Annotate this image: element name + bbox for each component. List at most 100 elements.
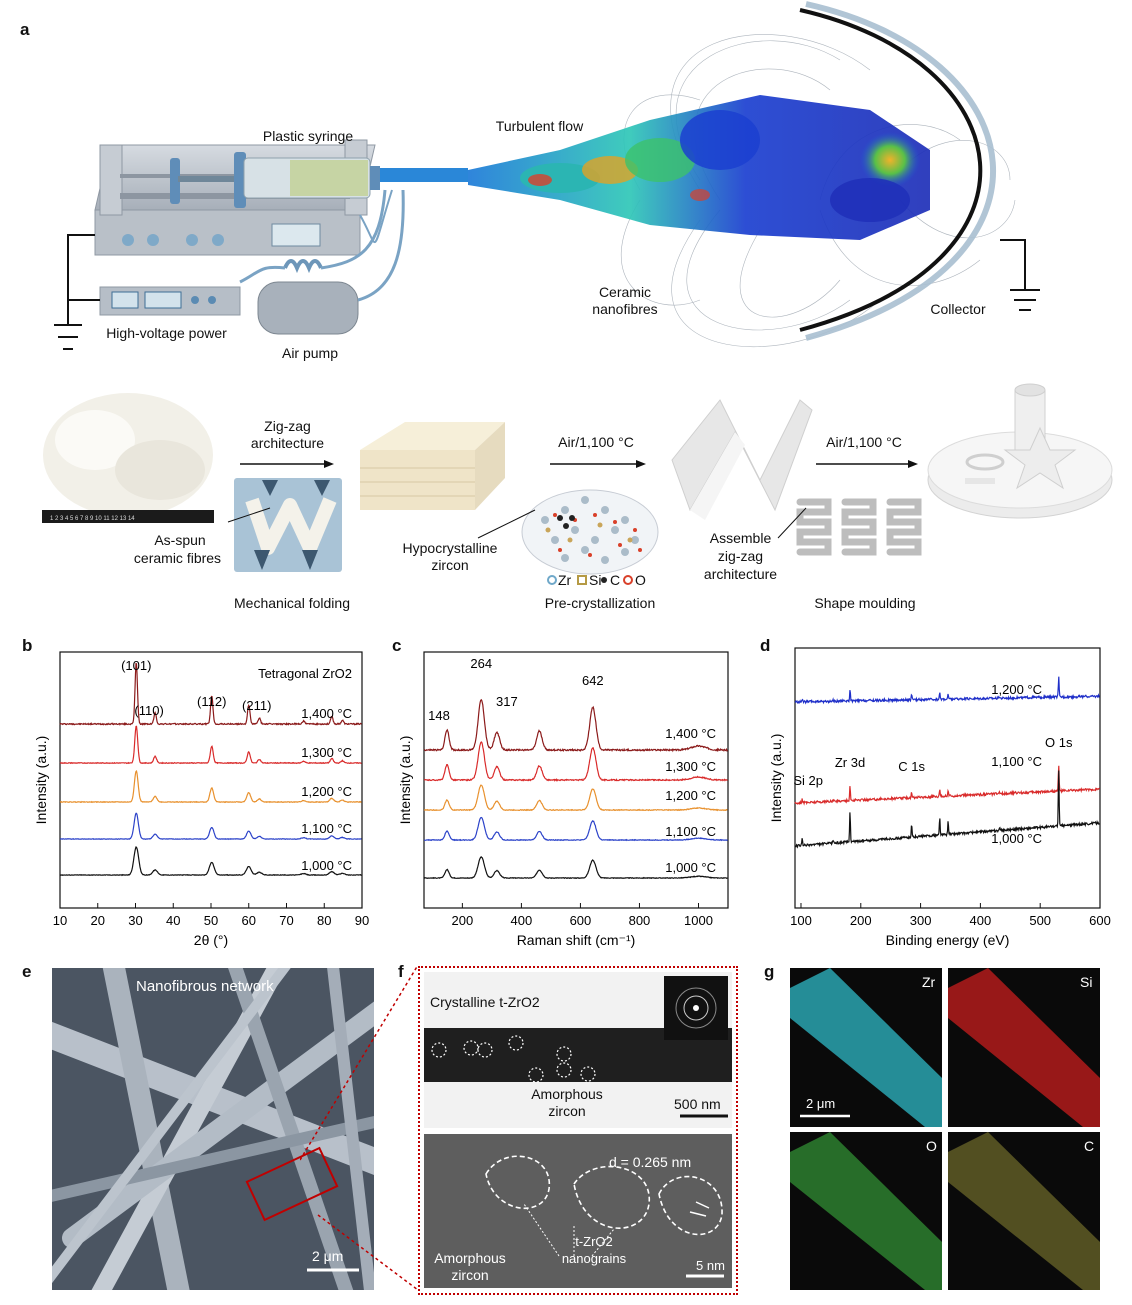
series-label: 1,000 °C	[665, 860, 716, 875]
process-illustrations: 1 2 3 4 5 6 7 8 9 10 11 12 13 14	[42, 383, 1113, 585]
peak-label: 317	[496, 694, 518, 709]
zigzag-block	[671, 399, 813, 520]
series-line-2	[794, 770, 1100, 849]
panel-label-g: g	[764, 962, 775, 981]
tem-low-mag: Crystalline t-ZrO2 Amorphous zircon 500 …	[424, 972, 732, 1128]
label-ceramic-nanofibres-2: nanofibres	[592, 301, 658, 317]
sem-image: Nanofibrous network 2 μm	[52, 968, 374, 1290]
map-label-zr: Zr	[922, 974, 936, 990]
label-amorphous-top-2: zircon	[548, 1103, 586, 1119]
map-label-si: Si	[1080, 974, 1093, 990]
x-tick-label: 60	[242, 913, 256, 928]
peak-label: (112)	[197, 694, 226, 709]
map-c-band	[948, 1132, 1100, 1290]
label-as-spun-1: As-spun	[154, 532, 206, 548]
series-label: 1,200 °C	[991, 682, 1042, 697]
x-tick-label: 80	[317, 913, 331, 928]
label-hypocrystalline-2: zircon	[431, 557, 469, 573]
series-line-1	[59, 725, 362, 765]
moulded-shapes	[927, 383, 1113, 519]
syringe-pump	[94, 139, 468, 256]
x-axis-label: Binding energy (eV)	[886, 932, 1010, 948]
x-tick-label: 800	[629, 913, 651, 928]
x-tick-label: 50	[204, 913, 218, 928]
x-tick-label: 40	[166, 913, 180, 928]
x-tick-label: 400	[511, 913, 533, 928]
label-t-zro2-1: t-ZrO2	[575, 1234, 613, 1249]
map-zr-band	[790, 968, 942, 1127]
label-shape-moulding: Shape moulding	[814, 595, 916, 611]
x-tick-label: 1000	[684, 913, 713, 928]
series-label: 1,400 °C	[665, 726, 716, 741]
x-tick-label: 100	[790, 913, 812, 928]
saed-inset	[664, 976, 728, 1040]
label-turbulent-flow: Turbulent flow	[495, 118, 584, 134]
series-line-2	[423, 784, 728, 812]
panel-label-a: a	[20, 20, 30, 39]
panel-label-e: e	[22, 962, 32, 981]
eds-maps: Zr Si O C 2 μm	[790, 968, 1100, 1290]
label-nanofibrous-network: Nanofibrous network	[136, 978, 274, 995]
as-spun-fibre-ball: 1 2 3 4 5 6 7 8 9 10 11 12 13 14	[42, 393, 214, 523]
pointer-hypocrystalline	[477, 509, 536, 539]
map-label-o: O	[926, 1138, 937, 1154]
arrow-head-2	[636, 460, 646, 468]
label-scale-f-top: 500 nm	[674, 1096, 721, 1112]
peak-label: O 1s	[1045, 735, 1073, 750]
series-line-0	[59, 662, 362, 727]
x-tick-label: 70	[279, 913, 293, 928]
legend-si-label: Si	[589, 572, 602, 588]
label-amorphous-bottom-2: zircon	[451, 1267, 489, 1283]
panel-label-d: d	[760, 636, 771, 655]
x-tick-label: 400	[970, 913, 992, 928]
series-label: 1,100 °C	[991, 754, 1042, 769]
assembly-icon	[796, 498, 922, 556]
panel-label-f: f	[398, 962, 404, 981]
label-mechanical-folding: Mechanical folding	[234, 595, 350, 611]
panel-label-c: c	[392, 636, 402, 655]
map-label-c: C	[1084, 1138, 1095, 1154]
x-tick-label: 10	[53, 913, 67, 928]
turbulent-plume	[468, 95, 930, 240]
x-tick-label: 200	[452, 913, 474, 928]
x-tick-label: 600	[570, 913, 592, 928]
zoom-connector	[300, 964, 419, 1291]
zircon-crystal-structure	[521, 489, 659, 575]
series-label: 1,200 °C	[301, 784, 352, 799]
label-scale-f-bottom: 5 nm	[696, 1258, 725, 1273]
series-label: 1,300 °C	[665, 759, 716, 774]
legend-c-label: C	[610, 572, 621, 588]
legend-zr-label: Zr	[558, 572, 572, 588]
x-tick-label: 300	[910, 913, 932, 928]
series-label: 1,100 °C	[301, 821, 352, 836]
x-axis-label: 2θ (°)	[194, 932, 228, 948]
tem-frame: Crystalline t-ZrO2 Amorphous zircon 500 …	[418, 966, 738, 1295]
series-line-4	[424, 856, 728, 880]
peak-label: (211)	[242, 698, 271, 713]
power-and-pump	[99, 189, 405, 335]
series-line-0	[423, 698, 729, 753]
peak-label: C 1s	[898, 759, 925, 774]
ruler-ticks: 1 2 3 4 5 6 7 8 9 10 11 12 13 14	[50, 516, 135, 522]
series-line-3	[59, 812, 362, 841]
series-line-2	[59, 770, 362, 804]
chart-title: Tetragonal ZrO2	[258, 666, 352, 681]
label-hypocrystalline-1: Hypocrystalline	[402, 540, 498, 556]
peak-label: (110)	[134, 703, 163, 718]
x-tick-label: 20	[91, 913, 105, 928]
plot-frame	[794, 647, 1101, 909]
series-label: 1,200 °C	[665, 788, 716, 803]
series-line-1	[424, 741, 728, 782]
peak-label: Si 2p	[793, 773, 823, 788]
label-as-spun-2: ceramic fibres	[133, 550, 222, 566]
tem-high-mag: d = 0.265 nm t-ZrO2 nanograins Amorphous…	[424, 1134, 732, 1288]
collector-dish	[799, 1, 997, 341]
layered-sheet	[360, 422, 505, 510]
peak-label: 264	[470, 656, 492, 671]
label-zigzag-1: Zig-zag	[264, 418, 311, 434]
series-line-1	[794, 765, 1100, 806]
label-assemble-3: architecture	[703, 566, 778, 582]
